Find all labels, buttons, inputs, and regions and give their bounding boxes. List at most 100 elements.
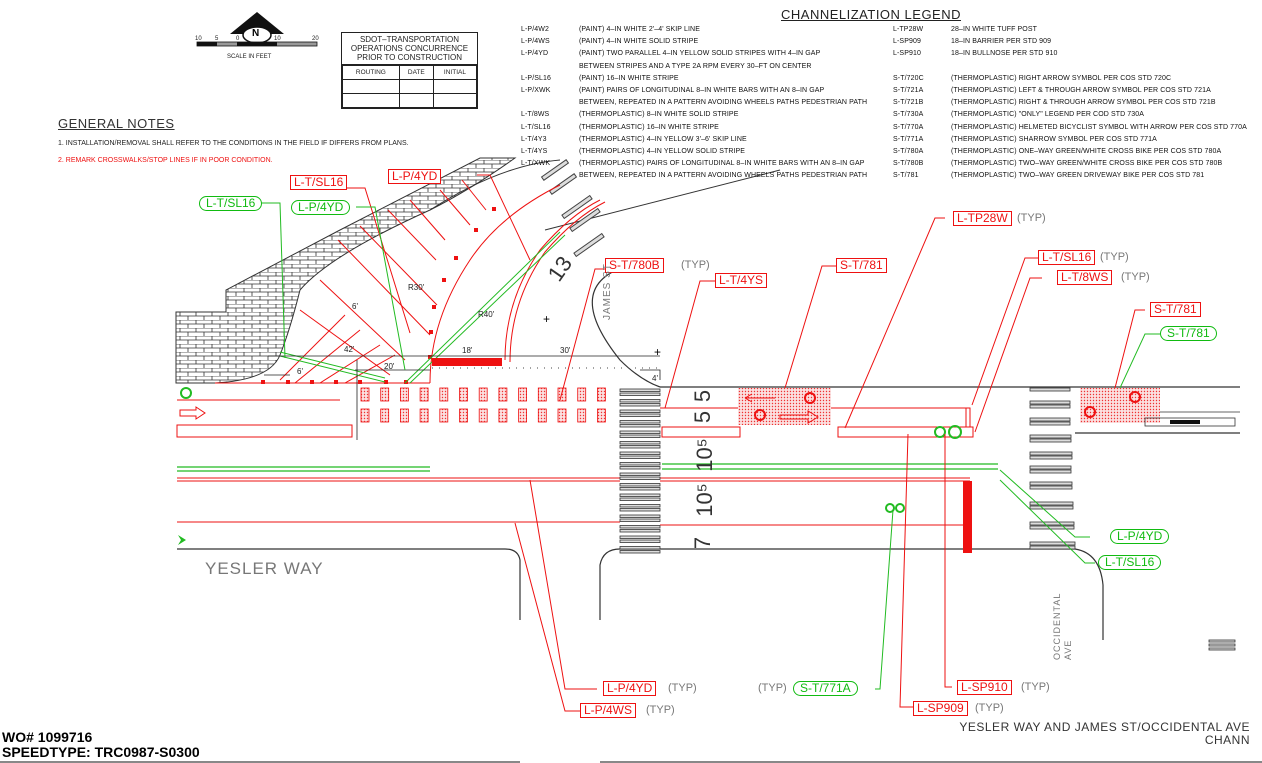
north-arrow-icon bbox=[230, 12, 284, 44]
routing-cell[interactable] bbox=[342, 79, 400, 94]
dim-r30: R30' bbox=[408, 283, 425, 292]
dim-42: 42' bbox=[344, 345, 355, 354]
general-notes-title: GENERAL NOTES bbox=[58, 116, 175, 131]
legend-row: L-P/4WS(PAINT) 4–IN WHITE SOLID STRIPE bbox=[521, 38, 698, 45]
callout-st-780b: S-T/780B bbox=[605, 258, 664, 273]
sheet-title-line-2: CHANN bbox=[1204, 733, 1250, 747]
initial-cell[interactable] bbox=[432, 79, 478, 94]
scale-tick: 10 bbox=[195, 36, 202, 42]
legend-code: L-SP910 bbox=[893, 50, 921, 58]
legend-row: L-P/4YD(PAINT) TWO PARALLEL 4–IN YELLOW … bbox=[521, 50, 820, 57]
concurrence-title-line: OPERATIONS CONCURRENCE bbox=[350, 44, 469, 53]
typ-note: (TYP) bbox=[681, 259, 710, 271]
crosswalk-stripe bbox=[619, 539, 661, 543]
legend-code: S-T/770A bbox=[893, 123, 924, 131]
crosswalk-stripe bbox=[619, 535, 661, 539]
typ-note: (TYP) bbox=[1017, 212, 1046, 224]
scale-tick: 0 bbox=[236, 36, 240, 42]
crosswalk-stripe bbox=[619, 487, 661, 491]
crosswalk-stripe bbox=[619, 424, 661, 428]
crosswalk-pad bbox=[498, 387, 508, 402]
dim-30: 30' bbox=[560, 346, 571, 355]
legend-description: (THERMOPLASTIC) 4–IN YELLOW 3'–6' SKIP L… bbox=[579, 135, 747, 143]
crosswalk-stripe bbox=[619, 508, 661, 512]
legend-code: S-T/720C bbox=[893, 74, 924, 82]
legend-code: L-P/XWK bbox=[521, 87, 551, 94]
legend-description: (THERMOPLASTIC) RIGHT & THROUGH ARROW SY… bbox=[951, 99, 1216, 107]
brick-sidewalk bbox=[175, 157, 517, 384]
legend-code: L-TP28W bbox=[893, 26, 924, 33]
crosswalk-stripe bbox=[619, 493, 661, 497]
date-cell[interactable] bbox=[398, 93, 434, 108]
legend-row: L-P/XWK(PAINT) PAIRS OF LONGITUDINAL 8–I… bbox=[521, 87, 824, 94]
legend-description: (THERMOPLASTIC) TWO–WAY GREEN DRIVEWAY B… bbox=[951, 172, 1205, 180]
scale-tick: 10 bbox=[274, 36, 281, 42]
crosswalk-pad bbox=[557, 387, 567, 402]
routing-cell[interactable] bbox=[342, 93, 400, 108]
crosswalk-pad bbox=[419, 408, 429, 423]
legend-row: S-T/721B(THERMOPLASTIC) RIGHT & THROUGH … bbox=[893, 99, 1216, 106]
crosswalk-stripe bbox=[619, 451, 661, 455]
crosswalk-stripe bbox=[619, 466, 661, 470]
legend-row: L-P/4W2(PAINT) 4–IN WHITE 2'–4' SKIP LIN… bbox=[521, 26, 700, 33]
legend-code: L-P/4WS bbox=[521, 38, 550, 46]
legend-description: BETWEEN STRIPES AND A TYPE 2A RPM EVERY … bbox=[579, 62, 812, 70]
lane-width: 5 bbox=[690, 410, 716, 424]
callout-lt-4ys: L-T/4YS bbox=[715, 273, 768, 288]
dim-20: 20' bbox=[384, 362, 395, 371]
legend-description: (THERMOPLASTIC) TWO–WAY GREEN/WHITE CROS… bbox=[951, 160, 1223, 168]
column-date: DATE bbox=[398, 65, 434, 80]
crosswalk-stripe bbox=[619, 392, 661, 396]
crosswalk-stripe bbox=[619, 409, 661, 413]
legend-row: S-T/770A(THERMOPLASTIC) HELMETED BICYCLI… bbox=[893, 124, 1247, 131]
dim-r40: R40' bbox=[478, 310, 495, 319]
concurrence-title-line: SDOT–TRANSPORTATION bbox=[359, 35, 460, 44]
typ-note: (TYP) bbox=[646, 704, 675, 716]
legend-code: L-T/SL16 bbox=[521, 123, 551, 131]
center-cross: + bbox=[654, 345, 662, 359]
legend-row: L-T/4YS(THERMOPLASTIC) 4–IN YELLOW SOLID… bbox=[521, 148, 745, 155]
legend-description: (THERMOPLASTIC) 16–IN WHITE STRIPE bbox=[579, 123, 719, 131]
legend-description: 18–IN BARRIER PER STD 909 bbox=[951, 38, 1052, 46]
dim-6a: 6' bbox=[352, 302, 358, 311]
lane-width: 5 bbox=[690, 389, 716, 403]
crosswalk-pad bbox=[518, 408, 527, 423]
legend-description: (PAINT) TWO PARALLEL 4–IN YELLOW SOLID S… bbox=[579, 50, 821, 58]
column-initial: INITIAL bbox=[432, 65, 478, 80]
typ-note: (TYP) bbox=[1100, 251, 1129, 263]
legend-row: L-T/4Y3(THERMOPLASTIC) 4–IN YELLOW 3'–6'… bbox=[521, 136, 747, 143]
legend-description: (THERMOPLASTIC) PAIRS OF LONGITUDINAL 8–… bbox=[579, 160, 865, 168]
legend-row: S-T/771A(THERMOPLASTIC) SHARROW SYMBOL P… bbox=[893, 136, 1157, 143]
callout-lt-8ws: L-T/8WS bbox=[1057, 270, 1113, 285]
scale-title: SCALE IN FEET bbox=[227, 54, 272, 60]
initial-cell[interactable] bbox=[432, 93, 478, 108]
crosswalk-pad bbox=[498, 408, 508, 423]
scale-bar bbox=[196, 41, 318, 47]
crosswalk-pad bbox=[537, 387, 547, 402]
crosswalk-pad bbox=[459, 408, 468, 423]
callout-lp-4ws-bottom: L-P/4WS bbox=[580, 703, 637, 718]
legend-description: BETWEEN, REPEATED IN A PATTERN AVOIDING … bbox=[579, 99, 868, 107]
legend-code: L-SP909 bbox=[893, 38, 921, 46]
callout-lsp910: L-SP910 bbox=[957, 680, 1012, 695]
legend-row: L-SP909 18–IN BARRIER PER STD 909 bbox=[893, 38, 1051, 45]
date-cell[interactable] bbox=[398, 79, 434, 94]
work-order-number: WO# 1099716 bbox=[2, 729, 93, 745]
legend-code: L-P/SL16 bbox=[521, 74, 551, 82]
crosswalk-pad bbox=[597, 408, 606, 423]
legend-row bbox=[893, 63, 951, 70]
crosswalk-stripe bbox=[619, 430, 661, 434]
crosswalk-stripe bbox=[619, 518, 661, 522]
crosswalk-pad bbox=[478, 408, 488, 423]
crosswalk-pad bbox=[419, 387, 429, 402]
callout-lt-sl16-green: L-T/SL16 bbox=[199, 196, 263, 211]
callout-st-771a: S-T/771A bbox=[793, 681, 858, 696]
crosswalk-stripe bbox=[619, 445, 661, 449]
crosswalk-stripe bbox=[619, 504, 661, 508]
dim-18: 18' bbox=[462, 346, 473, 355]
callout-lsp909: L-SP909 bbox=[913, 701, 968, 716]
dim-6b: 6' bbox=[297, 367, 303, 376]
crosswalk-pad bbox=[537, 408, 547, 423]
legend-row: S-T/730A(THERMOPLASTIC) "ONLY" LEGEND PE… bbox=[893, 111, 1144, 118]
